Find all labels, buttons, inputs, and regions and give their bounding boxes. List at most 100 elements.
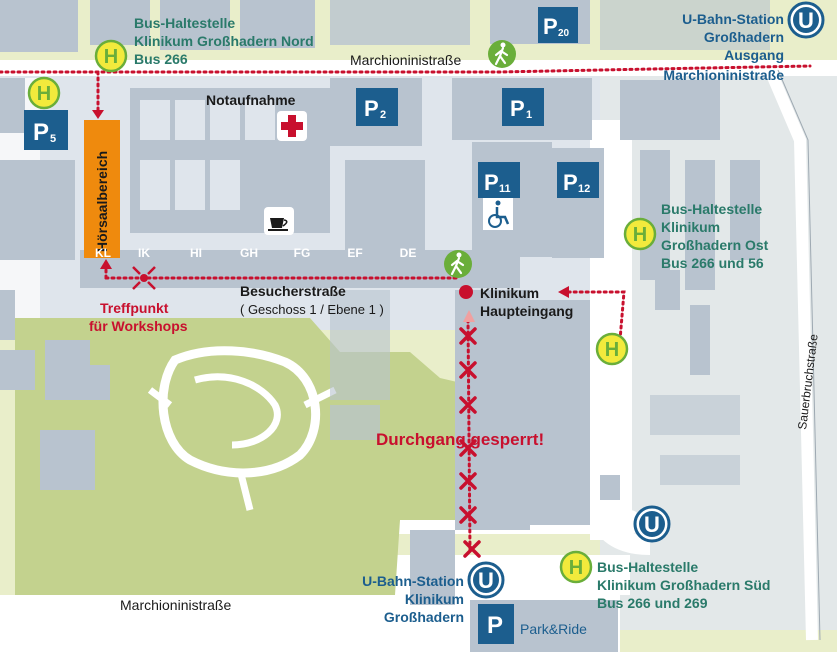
haupteingang-label-2: Haupteingang [480, 303, 573, 319]
ubahn-klinikum-line2: Klinikum [405, 591, 464, 607]
bus-stop-h: H [569, 557, 583, 579]
parking-p20-letter: P [543, 14, 558, 39]
street-marchioninistrasse-top: Marchioninistraße [350, 52, 461, 68]
parking-p12[interactable]: P 12 [557, 162, 599, 198]
blocked-x [459, 506, 477, 524]
bus-stop-sued-line2: Klinikum Großhadern Süd [597, 577, 770, 593]
corridor-fg: FG [294, 246, 311, 260]
notaufnahme-label: Notaufnahme [206, 92, 296, 108]
besucherstrasse-label: Besucherstraße [240, 283, 346, 299]
blocked-x [459, 439, 477, 457]
bus-stop-ost-line2: Klinikum [661, 219, 720, 235]
hoersaalbereich-area[interactable] [84, 120, 120, 258]
corridor-hi: HI [190, 246, 202, 260]
blocked-x [463, 540, 481, 558]
parking-p5-letter: P [33, 119, 49, 146]
parking-p5[interactable]: P 5 [24, 110, 68, 150]
treffpunkt-label-2: für Workshops [89, 318, 188, 334]
blocked-x [459, 327, 477, 345]
bus-stop-nord-label: Bus-Haltestelle Klinikum Großhadern Nord… [134, 15, 314, 67]
ubahn-u: U [798, 8, 814, 33]
park-ride-label: Park&Ride [520, 621, 587, 637]
bus-stop-p5-icon[interactable]: H [27, 76, 61, 110]
bus-stop-sued-icon[interactable]: H [559, 550, 593, 584]
route-ost [566, 290, 626, 342]
bus-stop-ost-icon[interactable]: H [623, 217, 657, 251]
bus-stop-sued-line3: Bus 266 und 269 [597, 595, 708, 611]
arrow-left-to-entrance [558, 286, 569, 298]
building-courtyards [140, 100, 275, 210]
bus-stop-ost-label: Bus-Haltestelle Klinikum Großhadern Ost … [661, 201, 769, 271]
pedestrian-icon [488, 40, 516, 68]
haupteingang-marker[interactable] [459, 285, 473, 299]
bus-stop-sued-line1: Bus-Haltestelle [597, 559, 698, 575]
ubahn-grosshadern-icon[interactable]: U [787, 1, 825, 39]
bus-stop-sued-label: Bus-Haltestelle Klinikum Großhadern Süd … [597, 559, 770, 611]
bus-stop-h: H [633, 224, 647, 246]
corridor-kl: KL [95, 246, 111, 260]
treffpunkt-marker[interactable] [132, 266, 156, 290]
parking-p1-letter: P [510, 96, 525, 121]
blocked-markers [459, 327, 481, 558]
parking-p2-number: 2 [380, 109, 386, 121]
parking-p1[interactable]: P 1 [502, 88, 544, 126]
wheelchair-icon[interactable] [483, 198, 513, 230]
blocked-x [459, 472, 477, 490]
bus-stop-ost-line3: Großhadern Ost [661, 237, 769, 253]
corridor-ef: EF [347, 246, 362, 260]
bus-stop-ost-2-icon[interactable]: H [595, 332, 629, 366]
haupteingang-label: Klinikum [480, 285, 539, 301]
bus-stop-nord-line3: Bus 266 [134, 51, 188, 67]
sauerbruchstrasse-road [764, 67, 818, 641]
ubahn-grosshadern-line4: Marchioninistraße [663, 67, 784, 83]
ubahn-u: U [478, 568, 494, 593]
bus-stop-nord-icon[interactable]: H [94, 39, 128, 73]
bus-stop-h: H [104, 46, 118, 68]
ubahn-grosshadern-line3: Ausgang [724, 47, 784, 63]
ubahn-east-icon[interactable]: U [633, 505, 671, 543]
ubahn-klinikum-label: U-Bahn-Station Klinikum Großhadern [362, 573, 464, 625]
parking-p11-letter: P [484, 170, 499, 195]
blocked-x [459, 396, 477, 414]
corridor-gh: GH [240, 246, 258, 260]
parking-park-ride-letter: P [487, 612, 503, 639]
parking-p12-letter: P [563, 170, 578, 195]
parking-p20[interactable]: P 20 [538, 7, 578, 43]
bus-stop-h: H [605, 339, 619, 361]
bus-stop-nord-line2: Klinikum Großhadern Nord [134, 33, 314, 49]
arrow-up-south [463, 310, 475, 322]
ubahn-klinikum-line3: Großhadern [384, 609, 464, 625]
parking-p12-number: 12 [578, 183, 590, 195]
parking-p2[interactable]: P 2 [356, 88, 398, 126]
parking-p11-number: 11 [499, 183, 511, 195]
hoersaalbereich-label: Hörsaalbereich [94, 151, 110, 252]
parking-p2-letter: P [364, 96, 379, 121]
coffee-cup-icon[interactable] [264, 207, 294, 235]
parking-park-ride[interactable]: P Park&Ride [478, 604, 587, 644]
sauerbruchstrasse-edge [777, 69, 821, 641]
ubahn-u: U [644, 512, 660, 537]
parking-p5-number: 5 [50, 133, 56, 145]
parking-p20-number: 20 [558, 28, 570, 39]
bus-stop-ost-line1: Bus-Haltestelle [661, 201, 762, 217]
ubahn-klinikum-icon[interactable]: U [467, 561, 505, 599]
bus-stop-h: H [37, 83, 51, 105]
route-north-bus [0, 64, 812, 74]
street-marchioninistrasse-bottom: Marchioninistraße [120, 597, 231, 613]
blocked-x [459, 361, 477, 379]
corridor-de: DE [400, 246, 417, 260]
durchgang-gesperrt-label: Durchgang gesperrt! [376, 430, 544, 449]
ubahn-grosshadern-line2: Großhadern [704, 29, 784, 45]
emergency-cross-icon[interactable] [277, 111, 307, 141]
bus-stop-ost-line4: Bus 266 und 56 [661, 255, 764, 271]
ubahn-grosshadern-label: U-Bahn-Station Großhadern Ausgang Marchi… [663, 11, 784, 83]
ubahn-klinikum-line1: U-Bahn-Station [362, 573, 464, 589]
treffpunkt-label: Treffpunkt [100, 300, 169, 316]
parking-p1-number: 1 [526, 109, 532, 121]
roundabout [585, 498, 651, 555]
parking-p11[interactable]: P 11 [478, 162, 520, 198]
pedestrian-icon-entrance [444, 250, 472, 278]
corridor-labels: KL IK HI GH FG EF DE [95, 246, 416, 260]
arrow-down-to-hoersaal [92, 110, 104, 119]
